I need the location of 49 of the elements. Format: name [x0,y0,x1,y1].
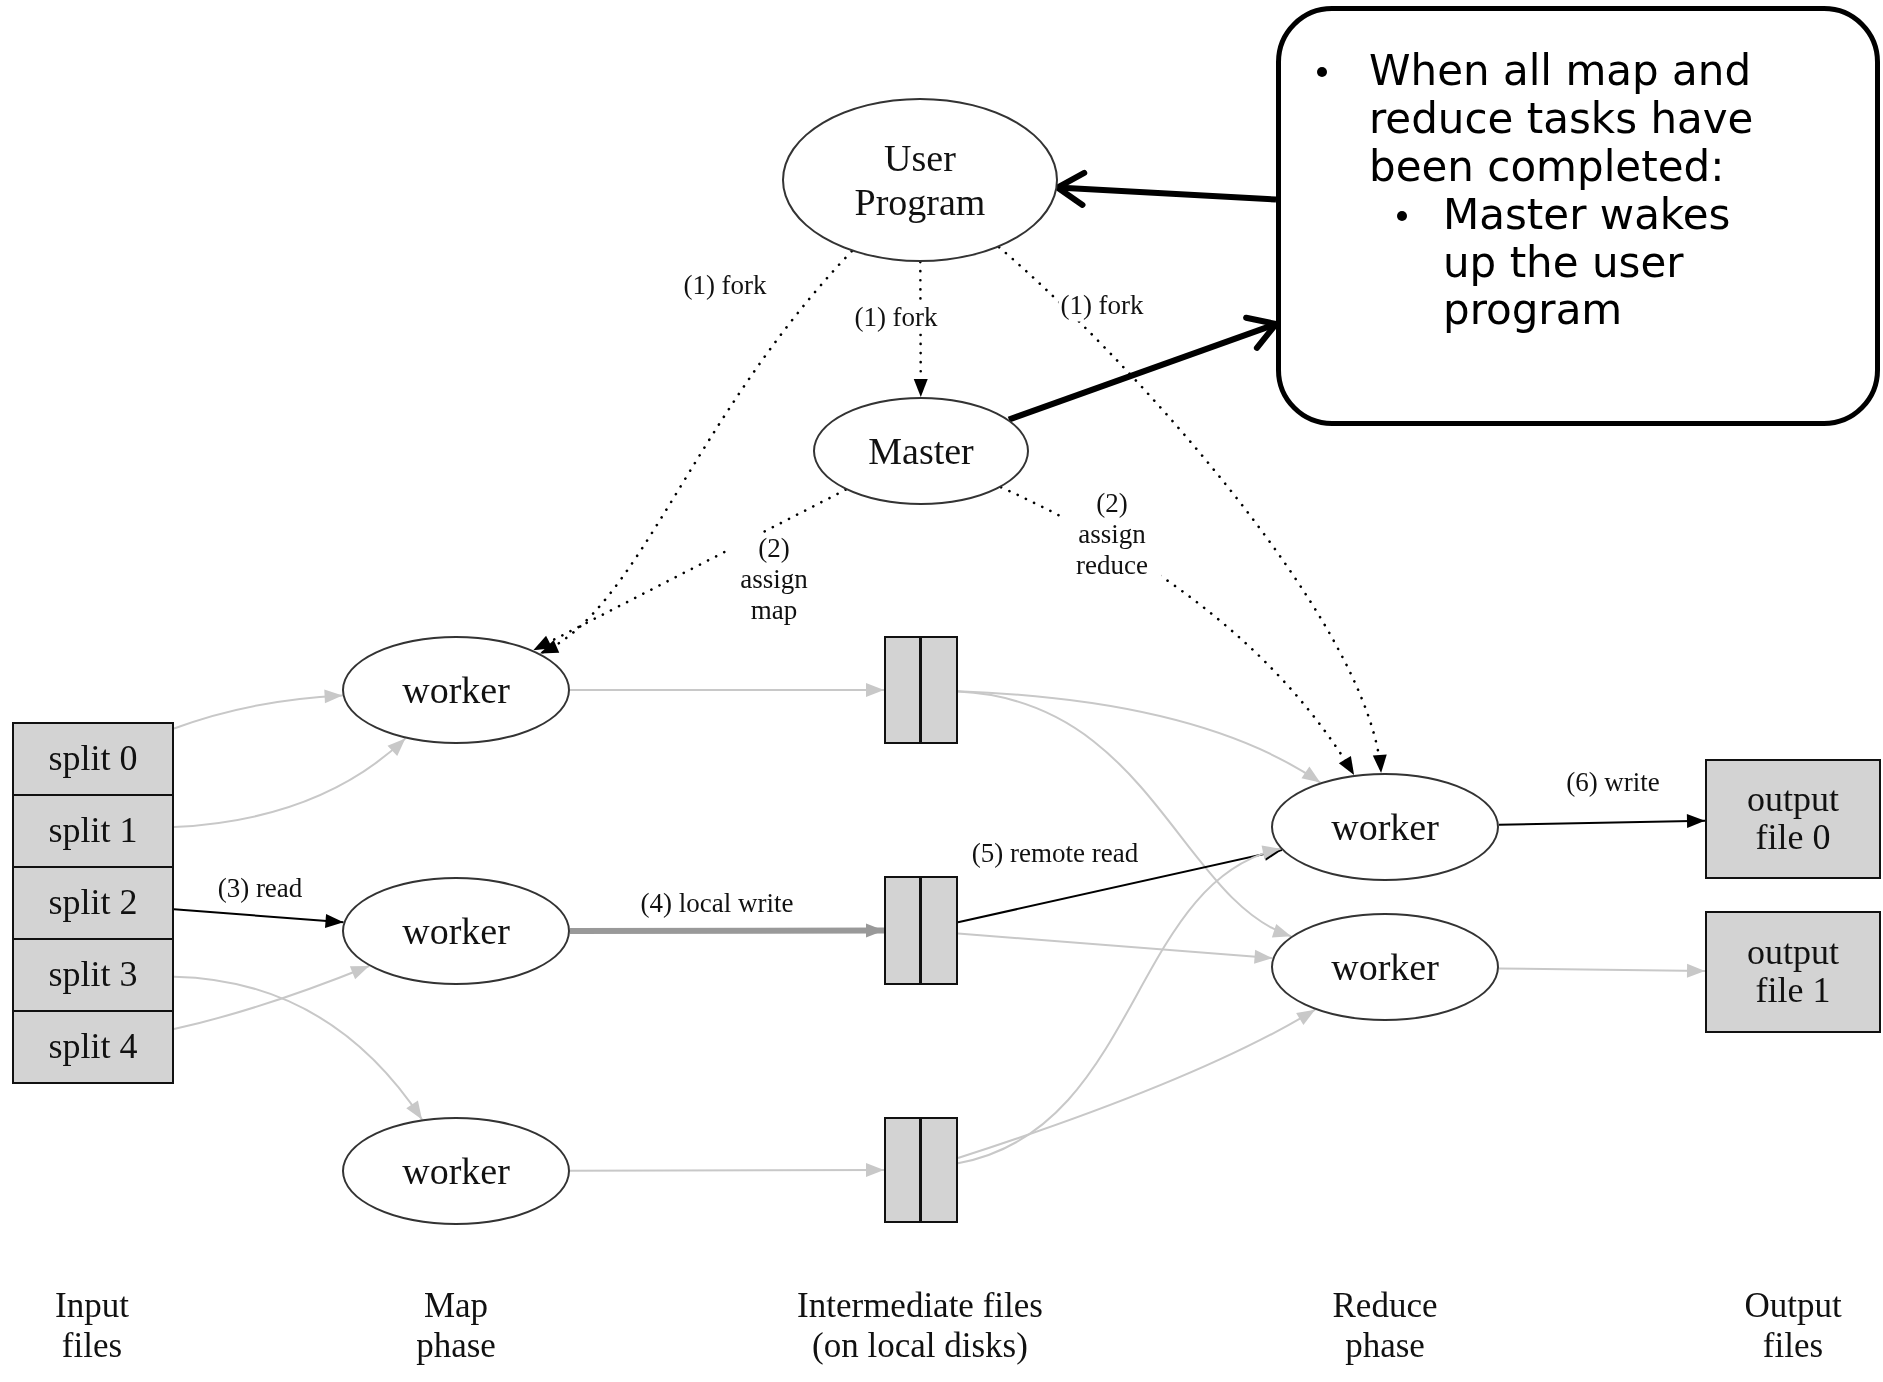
arrow [1497,814,1706,829]
arrow [569,1163,885,1178]
file-box [12,1010,174,1084]
phase-label: Intermediate files (on local disks) [796,1286,1044,1367]
arrow [173,689,344,730]
callout-text: When all map and reduce tasks have been completed: [1369,47,1755,191]
node-label: Master [868,429,974,473]
file-box [12,722,174,796]
arrow [569,683,885,697]
arrow [957,847,1283,924]
arrow [957,847,1282,1165]
arrow [957,932,1274,964]
arrow [957,690,1293,938]
node-label: split 2 [48,884,138,922]
node-label: worker [1331,805,1439,849]
node-label: worker [402,668,510,712]
node-label: split 0 [48,740,138,778]
phase-label: Output files [1743,1286,1843,1367]
node-label: output file 0 [1746,781,1840,857]
node-label: split 3 [48,956,138,994]
file-box [1705,911,1881,1033]
callout-text: Master wakes up the user program [1443,190,1732,335]
node-label: worker [402,909,510,953]
intermediate-file-box [884,1117,958,1223]
node-label: split 4 [48,1028,138,1066]
dotted-arrow [531,488,847,652]
intermediate-file-box [884,876,958,985]
arrow [173,737,407,829]
arrow [570,923,884,938]
node-label: worker [402,1149,510,1193]
phase-label: Reduce phase [1331,1286,1439,1367]
arrow [173,965,371,1031]
node-label: worker [1331,945,1439,989]
file-box [12,794,174,868]
arrow [957,1008,1317,1160]
node-label: output file 1 [1746,934,1840,1010]
phase-label: Map phase [415,1286,497,1367]
node-label: split 1 [48,812,138,850]
dotted-arrow [997,245,1385,775]
callout-box [1276,6,1880,426]
arrow [957,690,1322,784]
file-box [12,938,174,1012]
phase-label: Input files [54,1286,130,1367]
dotted-arrow [538,249,853,655]
intermediate-file-box [884,636,958,744]
arrow [1497,963,1706,978]
node-label: User Program [853,136,987,224]
file-box [12,866,174,940]
file-box [1705,759,1881,879]
